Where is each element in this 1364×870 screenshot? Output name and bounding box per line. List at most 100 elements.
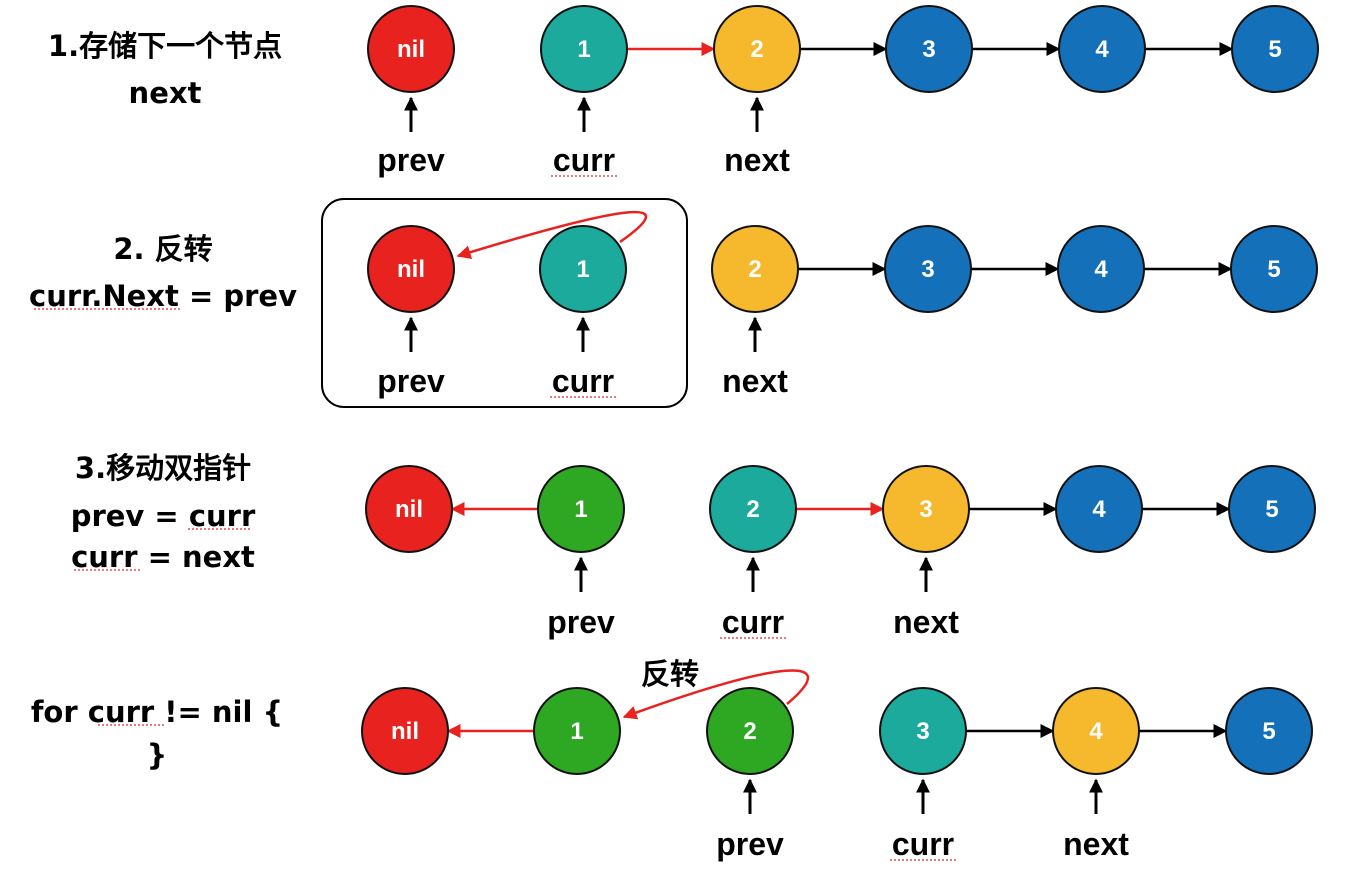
node-value: 2 bbox=[743, 718, 756, 745]
node-circle bbox=[882, 465, 970, 553]
node-value: 2 bbox=[748, 256, 761, 283]
node-circle bbox=[885, 5, 973, 93]
node-value: 3 bbox=[922, 36, 935, 63]
list-node: 5 bbox=[1225, 687, 1313, 775]
node-value: 5 bbox=[1262, 718, 1275, 745]
step-3-subtitle-line-1: prev = curr bbox=[71, 499, 256, 533]
node-value: nil bbox=[395, 496, 423, 523]
node-circle bbox=[365, 465, 453, 553]
pointer-label-curr: curr bbox=[552, 363, 614, 399]
list-node: 1 bbox=[540, 5, 628, 93]
list-node: 2 bbox=[706, 687, 794, 775]
node-circle bbox=[1055, 465, 1143, 553]
pointer-label-curr: curr bbox=[722, 604, 784, 640]
list-node: 1 bbox=[539, 225, 627, 313]
reverse-link-arrow bbox=[456, 210, 648, 259]
node-circle bbox=[879, 687, 967, 775]
step-3-label: 3.移动双指针 prev = curr curr = next bbox=[71, 451, 256, 574]
pointer-label-next: next bbox=[1063, 826, 1129, 862]
pointer-label-curr: curr bbox=[892, 826, 954, 862]
node-circle bbox=[367, 225, 455, 313]
node-value: 5 bbox=[1265, 496, 1278, 523]
list-node: 5 bbox=[1228, 465, 1316, 553]
node-value: 2 bbox=[750, 36, 763, 63]
node-value: 5 bbox=[1268, 36, 1281, 63]
node-value: 4 bbox=[1094, 256, 1108, 283]
node-circle bbox=[706, 687, 794, 775]
node-value: 1 bbox=[574, 496, 587, 523]
node-value: 3 bbox=[916, 718, 929, 745]
node-circle bbox=[1231, 5, 1319, 93]
list-node: 2 bbox=[711, 225, 799, 313]
list-node: nil bbox=[367, 5, 455, 93]
pointer-label-prev: prev bbox=[547, 604, 615, 640]
node-circle bbox=[1058, 5, 1146, 93]
pointer-label-prev: prev bbox=[716, 826, 784, 862]
step-4-label: for curr != nil { } bbox=[31, 695, 283, 772]
node-value: 1 bbox=[576, 256, 589, 283]
node-circle bbox=[713, 5, 801, 93]
node-value: 3 bbox=[921, 256, 934, 283]
pointers-layer: prev curr next prev curr next prev curr next prev… bbox=[377, 96, 1129, 862]
node-circle bbox=[1230, 225, 1318, 313]
reversal-highlight-box bbox=[321, 198, 688, 408]
list-node: 3 bbox=[885, 5, 973, 93]
reverse-annotation: 反转 bbox=[641, 657, 699, 691]
node-circle bbox=[367, 5, 455, 93]
loop-header: for curr != nil { bbox=[31, 695, 283, 729]
nodes-layer: nil 1 2 3 4 5 nil 1 2 3 4 5 nil 1 2 3 4 5 nil 1 2 3 4 5 bbox=[361, 5, 1319, 775]
node-circle bbox=[540, 5, 628, 93]
list-node: 4 bbox=[1052, 687, 1140, 775]
node-circle bbox=[709, 465, 797, 553]
list-node: 3 bbox=[884, 225, 972, 313]
list-node: 5 bbox=[1230, 225, 1318, 313]
list-node: nil bbox=[365, 465, 453, 553]
node-value: 4 bbox=[1095, 36, 1109, 63]
pointer-label-prev: prev bbox=[377, 142, 445, 178]
reverse-link-arrow bbox=[622, 669, 810, 720]
node-value: 1 bbox=[570, 718, 583, 745]
node-value: 5 bbox=[1267, 256, 1280, 283]
step-1-label: 1.存储下一个节点 next bbox=[48, 29, 282, 110]
node-value: 2 bbox=[746, 496, 759, 523]
step-1-title: 1.存储下一个节点 bbox=[48, 29, 282, 63]
node-circle bbox=[1057, 225, 1145, 313]
list-node: 4 bbox=[1058, 5, 1146, 93]
node-value: 1 bbox=[577, 36, 590, 63]
node-circle bbox=[711, 225, 799, 313]
step-2-label: 2. 反转 curr.Next = prev bbox=[29, 232, 297, 313]
pointer-label-next: next bbox=[722, 363, 788, 399]
node-circle bbox=[1052, 687, 1140, 775]
list-node: 4 bbox=[1055, 465, 1143, 553]
node-value: 4 bbox=[1089, 718, 1103, 745]
node-circle bbox=[533, 687, 621, 775]
list-node: 5 bbox=[1231, 5, 1319, 93]
step-2-title: 2. 反转 bbox=[113, 232, 212, 266]
pointer-label-next: next bbox=[893, 604, 959, 640]
edges-layer bbox=[446, 42, 1234, 738]
list-node: 3 bbox=[882, 465, 970, 553]
pointer-label-prev: prev bbox=[377, 363, 445, 399]
list-node: 1 bbox=[537, 465, 625, 553]
step-2-subtitle: curr.Next = prev bbox=[29, 279, 297, 313]
step-3-subtitle-line-2: curr = next bbox=[71, 540, 255, 574]
list-node: 2 bbox=[713, 5, 801, 93]
node-circle bbox=[884, 225, 972, 313]
list-node: 3 bbox=[879, 687, 967, 775]
node-circle bbox=[1225, 687, 1313, 775]
list-node: 1 bbox=[533, 687, 621, 775]
pointer-label-next: next bbox=[724, 142, 790, 178]
list-node: 4 bbox=[1057, 225, 1145, 313]
node-circle bbox=[361, 687, 449, 775]
node-circle bbox=[1228, 465, 1316, 553]
node-circle bbox=[537, 465, 625, 553]
list-node: 2 bbox=[709, 465, 797, 553]
step-1-subtitle: next bbox=[129, 76, 202, 110]
list-node: nil bbox=[361, 687, 449, 775]
pointer-label-curr: curr bbox=[553, 142, 615, 178]
node-value: nil bbox=[397, 36, 425, 63]
node-value: 4 bbox=[1092, 496, 1106, 523]
node-circle bbox=[539, 225, 627, 313]
list-node: nil bbox=[367, 225, 455, 313]
